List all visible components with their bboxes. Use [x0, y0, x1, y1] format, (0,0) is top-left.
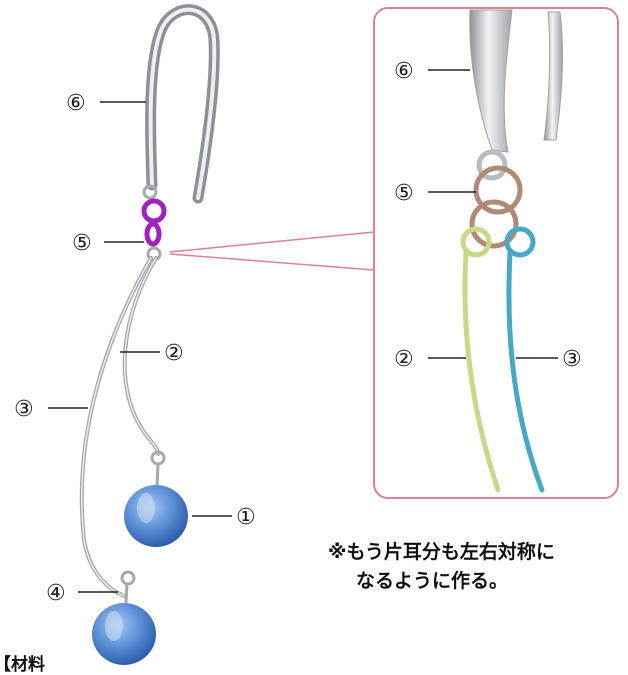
zoom-connector-top: [169, 231, 375, 253]
inset-hook-loop: [476, 149, 508, 181]
inset-hook-back: [543, 11, 564, 141]
symmetry-note: ※もう片耳分も左右対称に なるように作る。: [328, 538, 555, 595]
blue-bead-1-shine: [137, 493, 155, 523]
note-line-1: ※もう片耳分も左右対称に: [328, 541, 555, 563]
blue-bead-2-shine: [105, 611, 123, 641]
long-wire-3-highlight: [81, 257, 152, 597]
inset-wire-loop-blue: [504, 226, 536, 258]
inset-wire-loop-yellow: [460, 226, 492, 258]
bead-loop-4: [120, 570, 136, 586]
inset-short-wire-yellow: [462, 249, 501, 493]
label-short-wire-2: ②: [164, 341, 184, 366]
inset-jump-ring-top: [473, 165, 523, 215]
jump-ring-bottom: [144, 221, 162, 247]
bead-pin-4: [124, 583, 129, 604]
ear-hook-highlight: [148, 7, 217, 200]
inset-jump-ring-bottom: [469, 199, 519, 249]
inset-label-hook-6: ⑥: [394, 59, 414, 84]
inset-label-long-wire-3: ③: [562, 347, 582, 372]
jump-ring-top: [141, 198, 167, 224]
label-hook-6: ⑥: [66, 91, 86, 116]
label-bead-pin-4: ④: [46, 581, 66, 606]
inset-label-jump-ring-5: ⑤: [394, 181, 414, 206]
zoom-connector-bottom: [169, 253, 375, 271]
label-bead-1: ①: [236, 505, 256, 530]
materials-heading: 【材料: [0, 655, 45, 675]
label-jump-ring-5: ⑤: [72, 231, 92, 256]
blue-bead-2: [92, 603, 156, 665]
inset-long-wire-blue: [506, 249, 545, 493]
label-long-wire-3: ③: [14, 397, 34, 422]
note-line-2: なるように作る。: [356, 569, 509, 592]
inset-label-short-wire-2: ②: [394, 347, 414, 372]
bead-pin-1: [155, 463, 160, 487]
hook-loop: [142, 184, 158, 200]
short-wire-2-highlight: [124, 257, 159, 455]
inset-hook-front: [469, 9, 513, 153]
blue-bead-1: [124, 485, 188, 547]
